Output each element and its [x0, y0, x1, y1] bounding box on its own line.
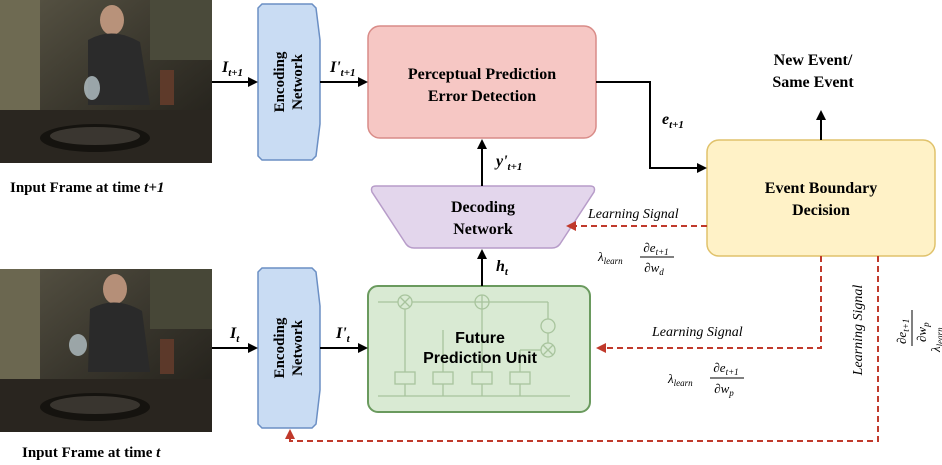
lambda-future: λlearn — [667, 371, 693, 388]
label-yprime-t1: y't+1 — [494, 153, 522, 173]
label-Iprime-t: I't — [335, 325, 351, 345]
encoding-network-bottom-label-1: Encoding — [272, 317, 288, 378]
future-prediction-unit: Future Prediction Unit — [367, 285, 591, 413]
perceptual-label-2: Error Detection — [428, 88, 536, 105]
future-label-1: Future — [455, 330, 505, 347]
output-label-1: New Event/ — [774, 52, 853, 69]
input-frame-bottom-caption: Input Frame at time t — [22, 445, 161, 461]
label-h-t: ht — [496, 258, 509, 278]
lstm-cell-sketch — [378, 294, 570, 397]
encoding-network-bottom: Encoding Network — [257, 267, 321, 429]
learning-arrow-to-encoder — [285, 256, 879, 442]
denominator-future: ∂wp — [714, 381, 734, 398]
denominator-decoder: ∂wd — [644, 260, 664, 277]
label-Iprime-t1: I't+1 — [329, 59, 356, 79]
lambda-decoder: λlearn — [597, 249, 623, 266]
numerator-decoder: ∂et+1 — [643, 240, 668, 257]
perceptual-label-1: Perceptual Prediction — [408, 66, 556, 83]
encoding-network-top: Encoding Network — [257, 3, 321, 161]
encoding-network-top-label-1: Encoding — [272, 51, 288, 112]
event-boundary-box: Event Boundary Decision — [706, 139, 936, 257]
decoding-label-1: Decoding — [451, 199, 515, 216]
input-frame-top-caption: Input Frame at time t+1 — [10, 180, 164, 196]
learning-signal-label-decoder: Learning Signal — [587, 207, 679, 222]
encoding-network-top-label-2: Network — [290, 53, 306, 109]
numerator-encoder: ∂et+1 — [894, 319, 911, 344]
decoding-label-2: Network — [453, 221, 513, 238]
label-e-t1: et+1 — [662, 111, 684, 131]
label-I-t: It — [229, 325, 240, 345]
encoding-network-bottom-label-2: Network — [290, 319, 306, 375]
label-I-t1: It+1 — [221, 59, 243, 79]
future-label-2: Prediction Unit — [423, 350, 537, 367]
output-label-2: Same Event — [772, 74, 854, 91]
denominator-encoder: ∂wp — [914, 322, 931, 342]
learning-arrow-to-future — [596, 256, 822, 353]
decoding-network: Decoding Network — [370, 185, 596, 249]
input-frame-top-image — [0, 0, 212, 163]
learning-signal-label-future: Learning Signal — [651, 325, 743, 340]
input-frame-bottom-image — [0, 269, 212, 432]
arrow-perceptual-to-boundary — [596, 81, 707, 173]
boundary-label-1: Event Boundary — [765, 180, 877, 197]
gradient-formula-encoder: ∂et+1 ∂wp λlearn — [894, 310, 942, 353]
numerator-future: ∂et+1 — [713, 360, 738, 377]
learning-signal-label-encoder: Learning Signal — [851, 285, 866, 377]
perceptual-error-box: Perceptual Prediction Error Detection — [367, 25, 597, 139]
gradient-formula-future: λlearn ∂et+1 ∂wp — [667, 360, 744, 398]
lambda-encoder: λlearn — [928, 327, 942, 353]
gradient-formula-decoder: λlearn ∂et+1 ∂wd — [597, 240, 674, 277]
boundary-label-2: Decision — [792, 202, 850, 219]
